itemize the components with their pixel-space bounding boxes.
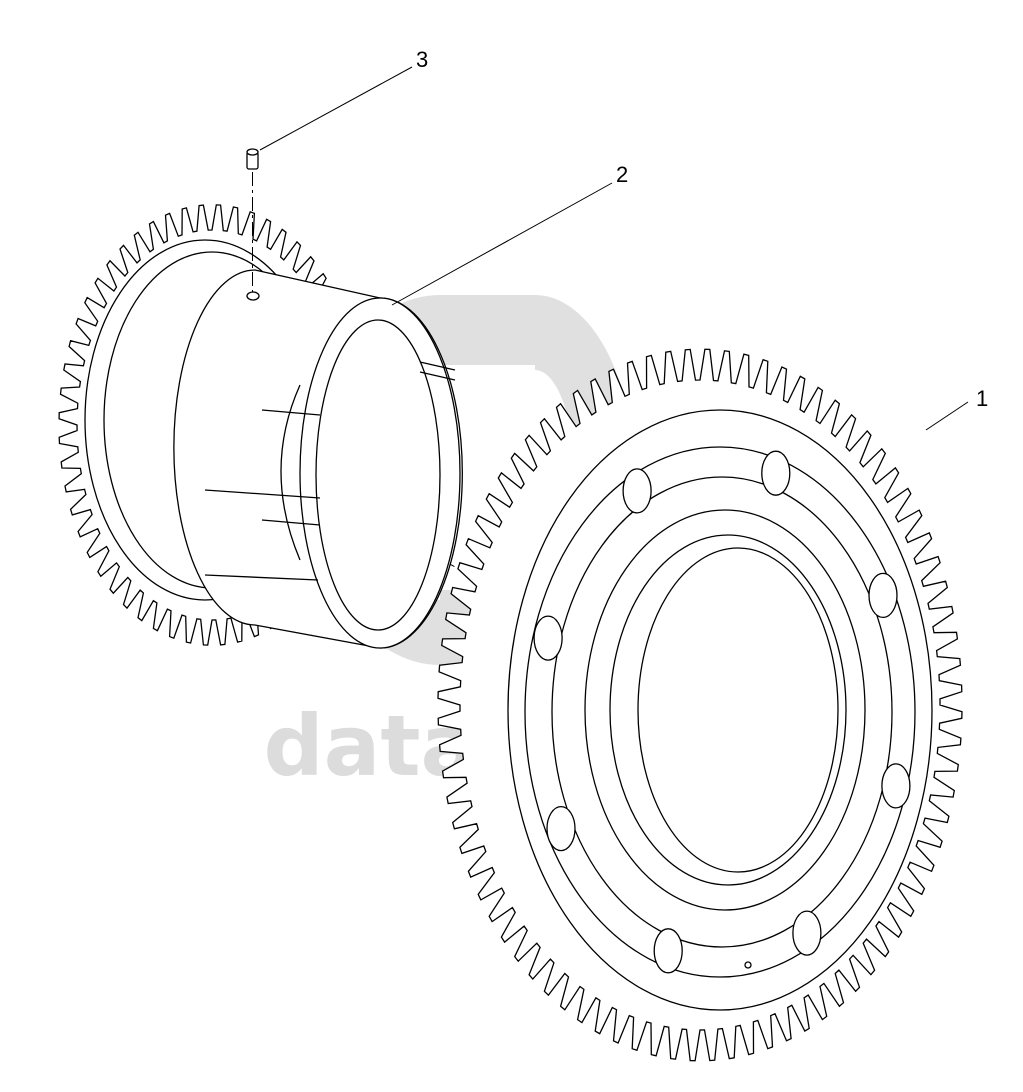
bolt-hole <box>622 468 652 514</box>
bolt-hole <box>653 928 683 974</box>
sleeve-inner-shade <box>280 384 301 561</box>
large-gear-hub-step <box>551 476 893 948</box>
sleeve-groove <box>419 361 456 371</box>
bolt-holes <box>533 450 911 974</box>
small-gear-part-2 <box>58 204 464 649</box>
bolt-hole <box>792 910 822 956</box>
bolt-hole <box>881 763 911 809</box>
callouts <box>259 66 969 431</box>
large-gear-hub-outer <box>524 446 916 978</box>
sleeve-line <box>261 409 321 416</box>
large-gear-part-1 <box>437 348 963 1062</box>
sleeve-groove <box>204 489 321 499</box>
callout-number-1: 1 <box>976 386 988 411</box>
pin-part-3 <box>246 148 259 292</box>
bolt-hole <box>868 572 898 619</box>
bolt-hole <box>533 615 563 661</box>
pin-top <box>246 148 259 156</box>
small-marker-hole <box>744 961 752 969</box>
large-gear-hub-ring <box>584 509 866 911</box>
sleeve-groove <box>204 574 319 581</box>
sleeve-groove <box>419 371 456 381</box>
callout-number-3: 3 <box>416 47 428 72</box>
callout-leader-2 <box>391 182 613 306</box>
bolt-hole <box>761 450 791 496</box>
sleeve-line <box>261 519 321 526</box>
callout-number-2: 2 <box>616 162 628 187</box>
callout-leader-1 <box>925 401 969 431</box>
bolt-hole <box>546 805 576 852</box>
large-gear-bore-inner <box>637 547 839 873</box>
callout-leader-3 <box>259 66 413 151</box>
large-gear-bore <box>609 534 847 886</box>
sleeve-bore <box>315 319 441 631</box>
